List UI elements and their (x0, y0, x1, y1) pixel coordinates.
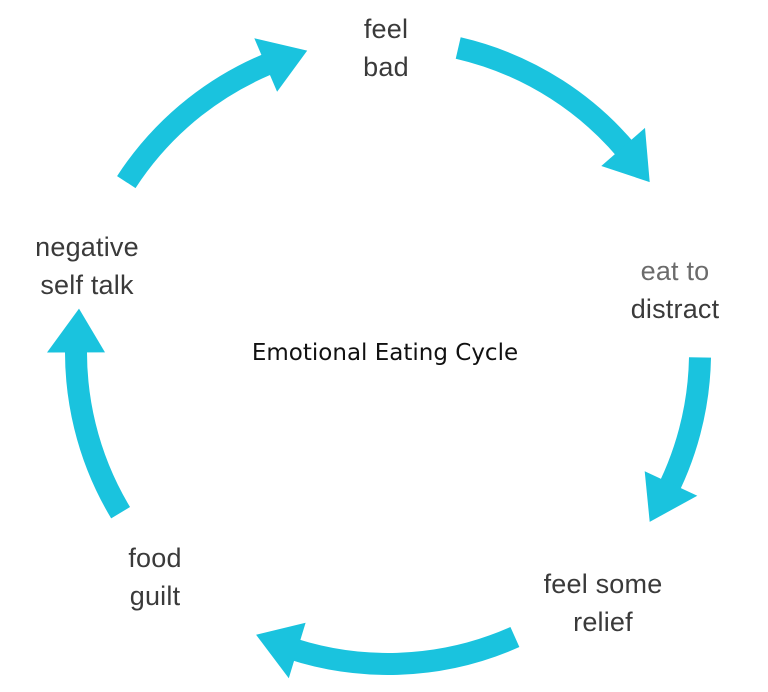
arrow-negative-self-talk-to-feel-bad (117, 38, 308, 189)
node-label-line: feel (363, 14, 409, 44)
node-label-eat-to-distract: eat to distract (605, 252, 745, 328)
node-label-food-guilt: food guilt (100, 539, 210, 615)
node-label-line: distract (630, 294, 720, 324)
node-label-line: guilt (129, 581, 181, 611)
node-label-line: relief (573, 607, 633, 637)
arrow-shaft (652, 357, 711, 507)
arrow-shaft (274, 626, 520, 675)
arrow-head (601, 127, 650, 183)
arrow-feel-bad-to-eat-to-distract (455, 37, 650, 183)
arrow-shaft (65, 331, 131, 519)
node-label-line: food (128, 543, 182, 573)
node-label-feel-some-relief: feel some relief (518, 565, 688, 641)
arrow-eat-to-distract-to-feel-some-relief (644, 357, 711, 522)
arrow-food-guilt-to-negative-self-talk (47, 308, 131, 519)
node-label-feel-bad: feel bad (336, 10, 436, 86)
node-label-line: eat to (640, 256, 710, 286)
node-label-line: self talk (40, 270, 134, 300)
arrow-head (254, 38, 308, 92)
arrow-shaft (117, 47, 288, 189)
arrow-head (256, 622, 306, 679)
arrow-head (644, 471, 698, 522)
arrow-feel-some-relief-to-food-guilt (256, 622, 520, 679)
node-label-line: bad (363, 52, 409, 82)
node-label-line: negative (35, 232, 139, 262)
arrow-shaft (455, 37, 645, 170)
node-label-line: feel some (543, 569, 663, 599)
node-label-negative-self-talk: negative self talk (12, 228, 162, 304)
arrow-head (47, 308, 105, 353)
diagram-title: Emotional Eating Cycle (251, 340, 519, 366)
